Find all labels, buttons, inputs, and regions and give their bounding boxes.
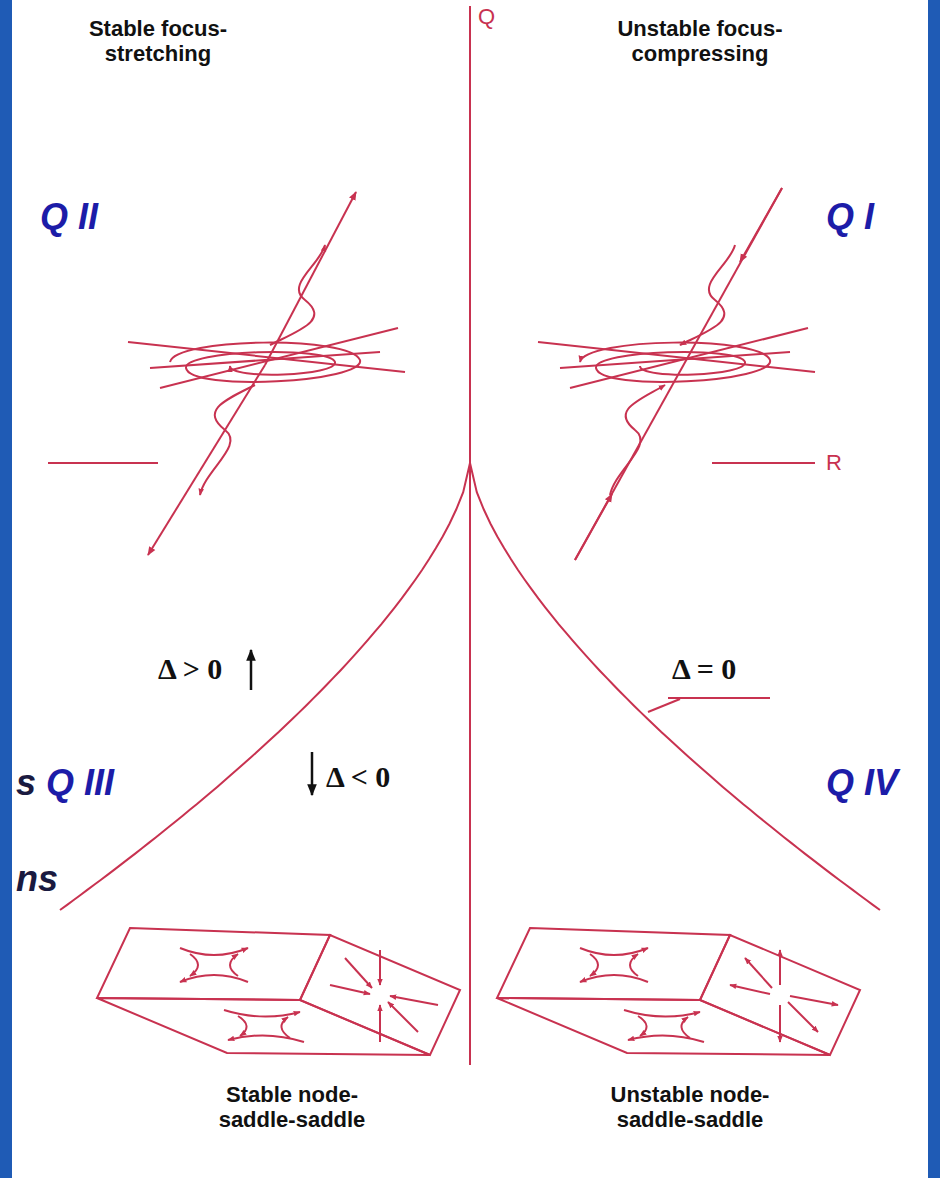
unstable-node-box: [497, 928, 860, 1055]
discriminant-label: Δ > 0: [158, 652, 222, 687]
saddle-left: [224, 1010, 304, 1042]
discriminant-label: Δ = 0: [672, 652, 736, 687]
quadrant-label: Q III: [46, 762, 114, 803]
region-caption: Stable focus-stretching: [71, 16, 246, 67]
axis-label: Q: [478, 4, 495, 29]
delta-arrows: [251, 650, 312, 795]
saddle-top: [580, 948, 648, 982]
node-right: [330, 950, 438, 1042]
axes: [48, 6, 880, 1065]
region-caption: Unstable node-saddle-saddle: [598, 1082, 783, 1133]
text-fragment: ns: [16, 858, 58, 899]
stable-focus-sketch: [128, 192, 405, 555]
discriminant-label: Δ < 0: [326, 760, 390, 795]
unstable-focus-sketch: [538, 188, 815, 560]
quadrant-label: Q II: [40, 196, 98, 237]
region-caption: Stable node-saddle-saddle: [202, 1082, 382, 1133]
quadrant-label: Q I: [826, 196, 874, 237]
text-fragment: s: [16, 762, 36, 803]
node-right: [730, 950, 838, 1042]
region-caption: Unstable focus-compressing: [600, 16, 800, 67]
stable-node-box: [97, 928, 460, 1055]
saddle-top: [180, 948, 248, 982]
quadrant-label: Q IV: [826, 762, 898, 803]
axis-label: R: [826, 450, 842, 475]
saddle-left: [624, 1010, 704, 1042]
